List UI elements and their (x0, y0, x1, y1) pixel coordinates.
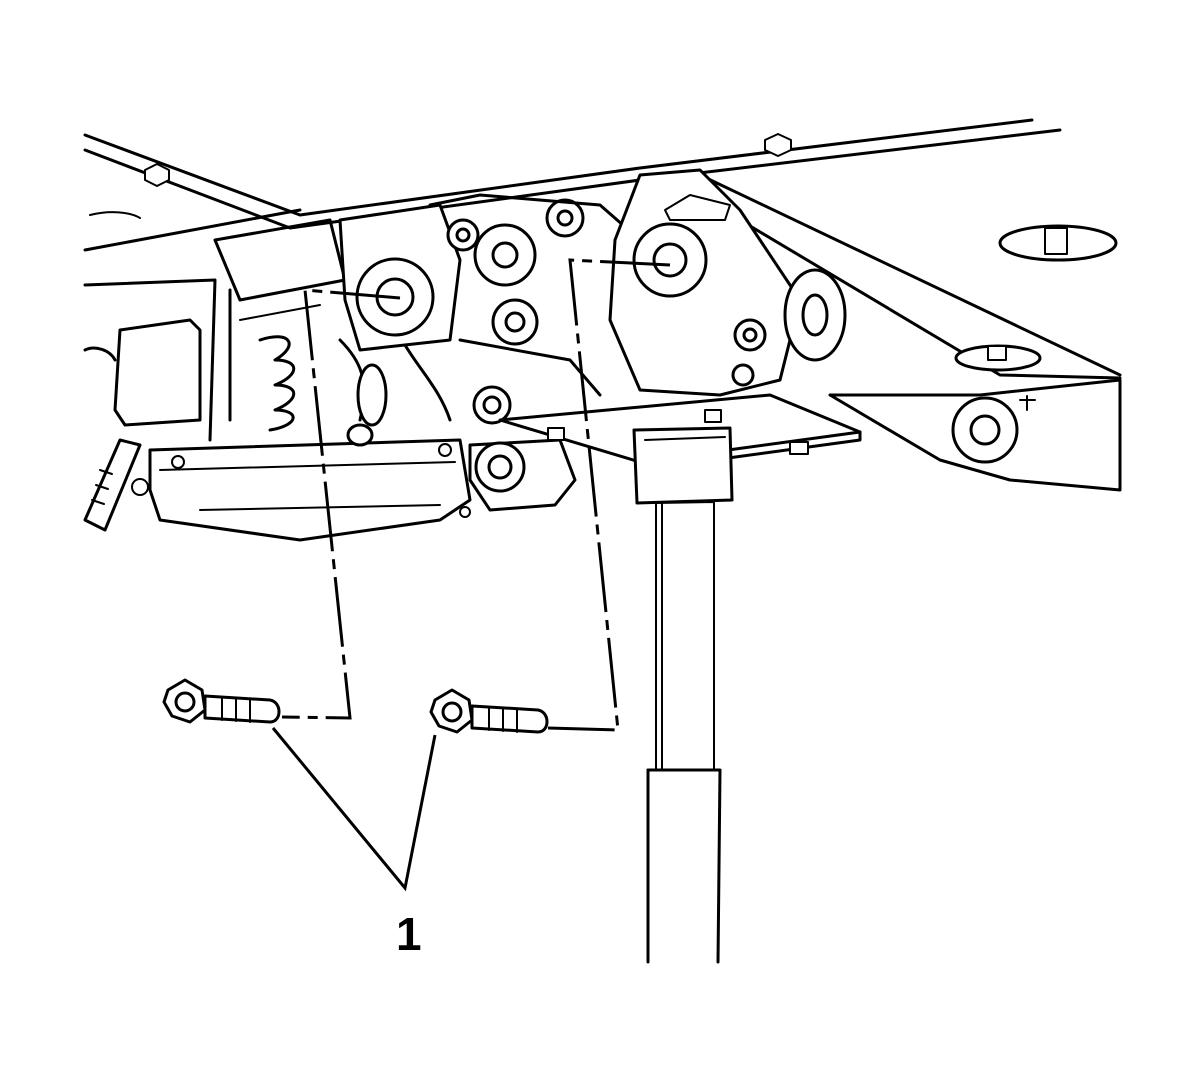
installation-leader-lines (281, 258, 671, 732)
jack-stand (498, 393, 862, 964)
callout-1: 1 (271, 727, 437, 960)
underbody-floor-pan (83, 118, 1122, 380)
right-cradle (828, 378, 1122, 492)
lower-control-arm (148, 438, 472, 542)
center-mounts (338, 338, 577, 512)
bolt-left (162, 678, 281, 724)
bolt-right (429, 688, 549, 734)
callout-1-label: 1 (396, 908, 422, 960)
